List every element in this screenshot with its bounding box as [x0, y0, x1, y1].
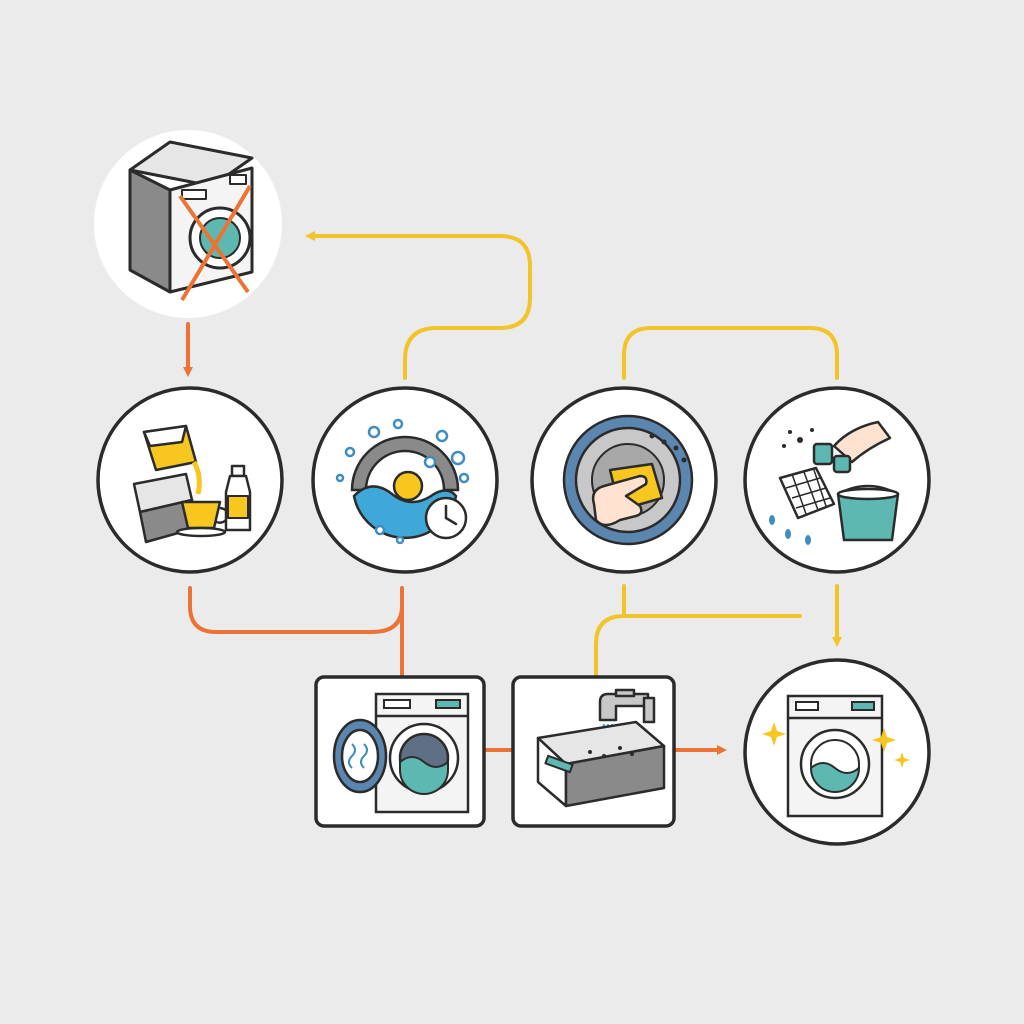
- hot-wash-timer-icon: [335, 418, 470, 545]
- node-rinse-drawer: [511, 675, 676, 828]
- hand-sponge-drum-icon: [562, 414, 694, 546]
- connectors: [183, 231, 842, 755]
- detergent-drawer-tap-icon: [536, 688, 666, 808]
- drawer-residue: [588, 746, 634, 758]
- node-clean-machine: [743, 658, 931, 846]
- sparkling-machine-icon: [762, 694, 910, 818]
- node-hot-wash-cycle: [311, 386, 499, 574]
- connector-scrub-to-filter: [622, 326, 839, 380]
- water-drops: [769, 515, 811, 545]
- washing-machine-crossed-icon: [128, 140, 254, 302]
- pouring-vinegar-icon: [132, 424, 252, 544]
- connector-wash-to-unplug: [305, 231, 532, 380]
- connector-scrub-to-drawer: [594, 614, 802, 678]
- filter-bucket-icon: [769, 420, 900, 545]
- drum-dots: [649, 433, 687, 463]
- node-add-vinegar: [96, 386, 284, 574]
- node-scrub-drum: [530, 386, 718, 574]
- dirt-specks: [782, 428, 814, 448]
- node-open-door-dry: [314, 675, 486, 828]
- connector-vinegar-to-door: [188, 586, 404, 634]
- sparkles: [762, 722, 910, 768]
- open-door-machine-icon: [332, 692, 470, 814]
- bubbles: [335, 418, 470, 545]
- node-unplug-machine: [94, 130, 282, 318]
- node-clean-filter: [743, 386, 931, 574]
